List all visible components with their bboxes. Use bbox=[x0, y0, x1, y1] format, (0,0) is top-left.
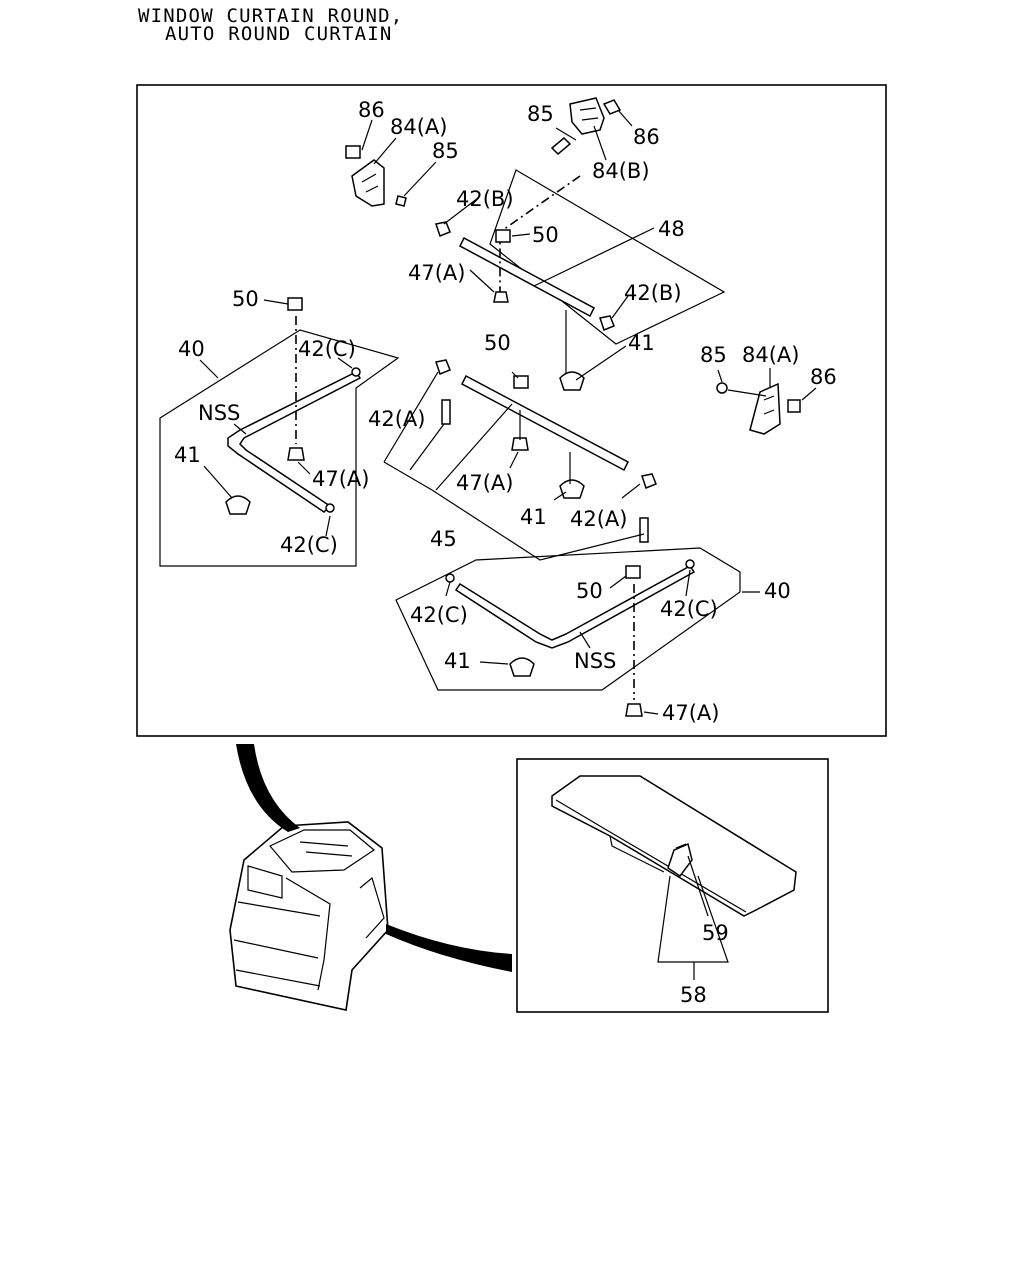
clip-50 bbox=[625, 565, 641, 579]
clip-42b bbox=[599, 315, 615, 331]
group-outline-40 bbox=[159, 329, 400, 567]
callout-47a: 47(A) bbox=[408, 261, 465, 285]
callout-86: 86 bbox=[358, 98, 385, 122]
callout-85: 85 bbox=[700, 343, 727, 367]
bracket-84b bbox=[550, 97, 622, 156]
group-outline-40 bbox=[395, 547, 741, 691]
screw-47a bbox=[511, 437, 529, 451]
callout-42c: 42(C) bbox=[298, 337, 356, 361]
clip-42c bbox=[445, 573, 455, 583]
clip-50 bbox=[513, 375, 529, 389]
pointer-swoosh-upper bbox=[236, 744, 300, 832]
clip-42c bbox=[351, 367, 361, 377]
callout-50: 50 bbox=[532, 223, 559, 247]
screw-47a bbox=[493, 291, 509, 303]
callout-47a: 47(A) bbox=[456, 471, 513, 495]
callout-40: 40 bbox=[764, 579, 791, 603]
callout-nss: NSS bbox=[574, 649, 616, 673]
callout-84a: 84(A) bbox=[390, 115, 447, 139]
callout-nss: NSS bbox=[198, 401, 240, 425]
clip-42c bbox=[325, 503, 335, 513]
curtain-rail-middle bbox=[461, 374, 629, 472]
callout-42b: 42(B) bbox=[456, 187, 514, 211]
callout-40: 40 bbox=[178, 337, 205, 361]
callout-84a: 84(A) bbox=[742, 343, 799, 367]
callout-41: 41 bbox=[174, 443, 201, 467]
callout-50: 50 bbox=[576, 579, 603, 603]
clip-42a bbox=[641, 473, 657, 489]
fastener-41 bbox=[559, 479, 585, 499]
callout-86: 86 bbox=[633, 125, 660, 149]
clip-50 bbox=[287, 297, 303, 311]
callout-42b: 42(B) bbox=[624, 281, 682, 305]
callout-45: 45 bbox=[430, 527, 457, 551]
clip-42c bbox=[685, 559, 695, 569]
callout-42c: 42(C) bbox=[280, 533, 338, 557]
curtain-rail-left bbox=[227, 371, 362, 513]
screw-47a bbox=[287, 447, 305, 461]
callout-50: 50 bbox=[232, 287, 259, 311]
fastener-41 bbox=[559, 371, 585, 391]
callout-48: 48 bbox=[658, 217, 685, 241]
callout-42c: 42(C) bbox=[660, 597, 718, 621]
inset-diagram-frame bbox=[516, 758, 829, 1013]
pointer-swoosh-lower bbox=[386, 924, 512, 972]
callout-84b: 84(B) bbox=[592, 159, 650, 183]
diagram-title-line-2: AUTO ROUND CURTAIN bbox=[165, 23, 393, 45]
diagram-title-line-1: WINDOW CURTAIN ROUND, bbox=[138, 5, 404, 27]
callout-41: 41 bbox=[520, 505, 547, 529]
curtain-rail-right bbox=[454, 565, 696, 649]
callout-47a: 47(A) bbox=[662, 701, 719, 725]
clip-50 bbox=[495, 229, 511, 243]
callout-42c: 42(C) bbox=[410, 603, 468, 627]
curtain-rail-upper bbox=[459, 236, 595, 318]
callout-58: 58 bbox=[680, 983, 707, 1007]
curtain-assembly-58 bbox=[551, 775, 797, 917]
callout-42a: 42(A) bbox=[368, 407, 425, 431]
callout-85: 85 bbox=[432, 139, 459, 163]
clip-42b bbox=[435, 221, 451, 237]
clip-42a bbox=[435, 359, 451, 375]
callout-50: 50 bbox=[484, 331, 511, 355]
group-outline-48 bbox=[489, 169, 726, 345]
callout-41: 41 bbox=[444, 649, 471, 673]
screw-47a bbox=[625, 703, 643, 717]
callout-41: 41 bbox=[628, 331, 655, 355]
callout-85: 85 bbox=[527, 102, 554, 126]
callout-47a: 47(A) bbox=[312, 467, 369, 491]
bracket-84a-right bbox=[716, 382, 801, 435]
truck-cab-illustration bbox=[229, 821, 389, 1011]
main-diagram-frame bbox=[136, 84, 887, 737]
callout-86: 86 bbox=[810, 365, 837, 389]
screw-42a bbox=[441, 399, 451, 425]
fastener-41 bbox=[225, 495, 251, 515]
bracket-84a-left bbox=[345, 145, 407, 207]
fastener-41 bbox=[509, 657, 535, 677]
callout-42a: 42(A) bbox=[570, 507, 627, 531]
callout-59: 59 bbox=[702, 921, 729, 945]
screw-42a bbox=[639, 517, 649, 543]
